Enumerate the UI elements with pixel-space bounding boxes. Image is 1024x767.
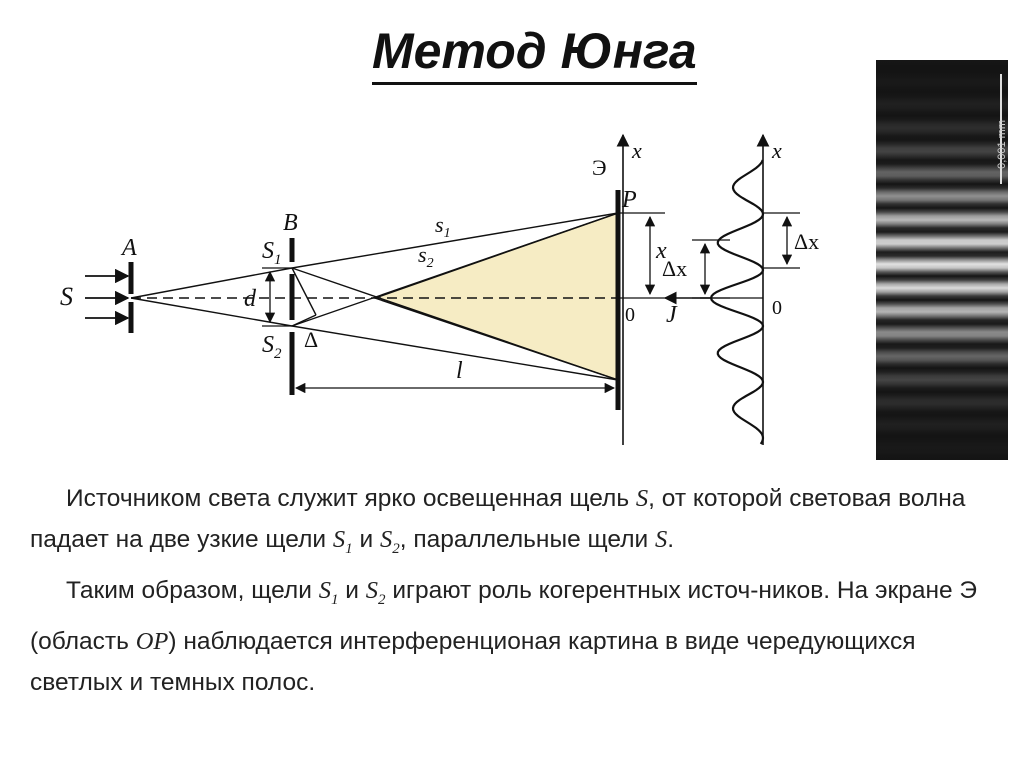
label-graph-x: x bbox=[771, 138, 782, 163]
label-ray-s1: s1 bbox=[435, 212, 451, 241]
page-title: Метод Юнга bbox=[372, 22, 697, 85]
label-delta-x-right: Δx bbox=[794, 229, 819, 254]
intensity-curve bbox=[709, 159, 765, 445]
screen-ticks bbox=[618, 212, 665, 299]
label-j: J bbox=[666, 302, 678, 328]
label-ray-s2: s2 bbox=[418, 242, 434, 271]
label-source-s: S bbox=[60, 282, 73, 311]
label-d: d bbox=[244, 286, 257, 312]
description-text: Источником света служит ярко освещенная … bbox=[30, 478, 1000, 703]
paragraph-2: Таким образом, щели S1 и S2 играют роль … bbox=[30, 576, 978, 696]
label-s2: S2 bbox=[262, 332, 282, 362]
label-delta-x-left: Δx bbox=[662, 256, 687, 281]
label-l: l bbox=[456, 358, 463, 384]
scale-label: 0,001 mm bbox=[996, 120, 1008, 169]
label-p: P bbox=[621, 187, 637, 213]
fringe-bands bbox=[876, 60, 1008, 460]
interference-region bbox=[372, 211, 619, 382]
label-aperture-a: A bbox=[120, 235, 137, 261]
delta-x-right bbox=[763, 212, 800, 269]
label-delta: Δ bbox=[304, 327, 318, 352]
label-plate-b: B bbox=[283, 210, 298, 236]
label-screen: Э bbox=[592, 155, 607, 180]
label-origin: 0 bbox=[625, 304, 635, 326]
interference-photo: 0,001 mm bbox=[876, 60, 1008, 460]
slit-distance-dimension bbox=[262, 267, 292, 327]
paragraph-1: Источником света служит ярко освещенная … bbox=[30, 485, 966, 557]
label-s1: S1 bbox=[262, 238, 282, 268]
label-x: x bbox=[655, 238, 667, 264]
delta-x-left bbox=[692, 239, 730, 299]
scale-bar bbox=[1000, 74, 1002, 184]
young-diagram: S A B S1 S2 d Δ s1 s2 l Э P x x 0 J Δx x… bbox=[60, 133, 819, 445]
label-graph-origin: 0 bbox=[772, 297, 782, 319]
label-axis-x: x bbox=[631, 138, 642, 163]
incoming-light-arrows bbox=[85, 268, 130, 326]
